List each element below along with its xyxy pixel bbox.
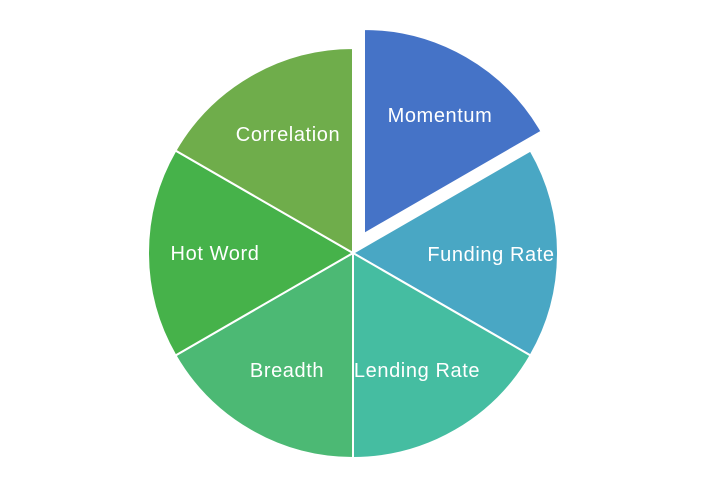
pie-slice-label-correlation: Correlation <box>236 124 340 146</box>
pie-slice-momentum[interactable] <box>363 27 543 235</box>
pie-slice-hot-word[interactable] <box>146 149 354 357</box>
pie-slice-funding-rate[interactable] <box>352 149 560 357</box>
pie-slice-correlation[interactable] <box>174 47 354 254</box>
pie-slice-label-breadth: Breadth <box>250 360 324 382</box>
pie-slice-label-funding-rate: Funding Rate <box>427 244 554 266</box>
pie-slice-lending-rate[interactable] <box>352 252 532 459</box>
pie-slice-breadth[interactable] <box>174 252 354 459</box>
pie-slice-label-momentum: Momentum <box>388 105 493 127</box>
pie-slice-label-lending-rate: Lending Rate <box>354 360 480 382</box>
pie-slice-label-hot-word: Hot Word <box>171 243 260 265</box>
